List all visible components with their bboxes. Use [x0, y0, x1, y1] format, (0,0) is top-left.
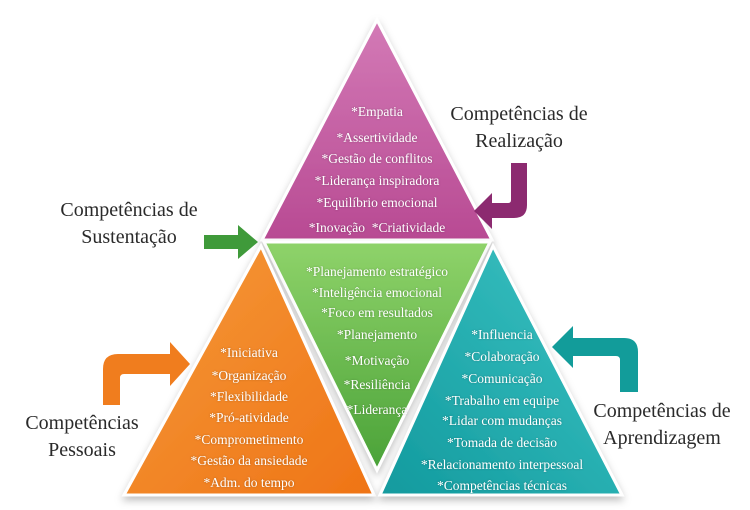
right-item: *Relacionamento interpessoal	[420, 457, 584, 472]
arrow-up-right-icon	[103, 342, 190, 405]
label-aprendizagem-line1: Competências de	[593, 400, 731, 422]
top-item: *Inovação *Criatividade	[308, 220, 446, 235]
label-sustentacao: Competências de Sustentação	[54, 197, 204, 251]
middle-item: *Liderança	[346, 402, 408, 417]
label-realizacao-line2: Realização	[475, 130, 563, 152]
label-realizacao: Competências de Realização	[444, 101, 594, 155]
left-item: *Flexibilidade	[210, 389, 288, 404]
right-item: *Colaboração	[464, 349, 540, 364]
arrow-down-left-icon	[474, 163, 527, 229]
left-item: *Pró-atividade	[209, 410, 289, 425]
left-item: *Iniciativa	[220, 345, 278, 360]
label-sustentacao-line2: Sustentação	[81, 226, 177, 248]
middle-item: *Planejamento estratégico	[305, 264, 449, 279]
top-item: *Gestão de conflitos	[321, 151, 433, 166]
label-sustentacao-line1: Competências de	[60, 199, 198, 221]
arrow-right-icon	[204, 225, 258, 259]
right-item: *Trabalho em equipe	[444, 393, 560, 408]
middle-item: *Foco em resultados	[321, 305, 433, 320]
top-item: *Assertividade	[336, 130, 418, 145]
middle-item: *Motivação	[344, 353, 410, 368]
label-pessoais-line1: Competências	[25, 412, 139, 434]
middle-triangle	[261, 240, 493, 474]
right-item: *Comunicação	[461, 371, 543, 386]
top-triangle	[259, 16, 495, 242]
middle-item: *Planejamento	[336, 327, 418, 342]
label-aprendizagem: Competências de Aprendizagem	[582, 398, 742, 452]
middle-item: *Resiliência	[343, 377, 411, 392]
right-triangle	[377, 242, 625, 497]
left-triangle	[121, 242, 377, 497]
right-item: *Competências técnicas	[436, 478, 568, 493]
label-aprendizagem-line2: Aprendizagem	[603, 427, 721, 449]
left-item: *Adm. do tempo	[203, 475, 295, 490]
right-item: *Influencia	[471, 327, 533, 342]
right-item: *Tomada de decisão	[446, 435, 557, 450]
label-realizacao-line1: Competências de	[450, 103, 588, 125]
middle-item: *Inteligência emocional	[311, 285, 443, 300]
top-item: *Equilíbrio emocional	[316, 195, 438, 210]
left-item: *Comprometimento	[194, 432, 304, 447]
top-item: *Liderança inspiradora	[314, 173, 440, 188]
left-item: *Organização	[211, 368, 287, 383]
label-pessoais: Competências Pessoais	[14, 410, 150, 464]
left-item: *Gestão da ansiedade	[190, 453, 308, 468]
top-item: *Empatia	[351, 104, 403, 119]
arrow-up-left-icon	[552, 326, 638, 392]
right-item: *Lidar com mudanças	[442, 413, 562, 428]
label-pessoais-line2: Pessoais	[48, 439, 116, 461]
